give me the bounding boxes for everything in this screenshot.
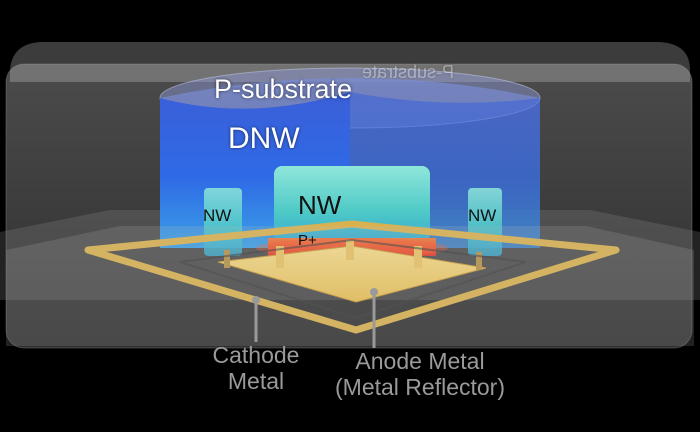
anode-callout-line2: (Metal Reflector) — [335, 374, 505, 400]
p-substrate-label: P-substrate — [214, 74, 353, 104]
dnw-label: DNW — [228, 122, 300, 155]
cathode-metal-ring — [84, 220, 620, 334]
via-3 — [414, 246, 422, 268]
nw-left-label: NW — [203, 206, 232, 225]
anode-pointer-dot — [370, 288, 378, 296]
via-4 — [224, 250, 230, 268]
nw-right-label: NW — [468, 206, 497, 225]
anode-callout-line1: Anode Metal — [355, 348, 485, 374]
substrate-front-face — [6, 226, 694, 346]
cathode-ring-inner-shadow — [179, 238, 527, 320]
nw-center-well — [274, 166, 430, 242]
nw-center-label: NW — [298, 190, 342, 220]
p-substrate-mirror-label: P-substrate — [362, 62, 455, 82]
cathode-metal-callout: Cathode Metal — [196, 342, 316, 394]
cathode-pointer-dot — [252, 296, 260, 304]
p-plus-label: P+ — [298, 232, 317, 249]
via-1 — [276, 246, 284, 268]
via-5 — [476, 252, 482, 270]
cathode-callout-line1: Cathode — [212, 342, 300, 368]
via-2 — [346, 240, 354, 260]
anode-metal-callout: Anode Metal (Metal Reflector) — [310, 348, 530, 400]
cathode-callout-line2: Metal — [227, 368, 285, 394]
